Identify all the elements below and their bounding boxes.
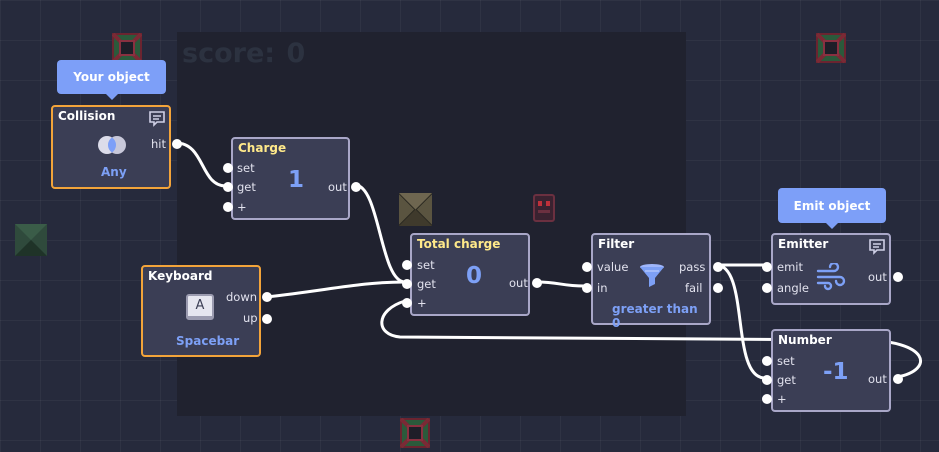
wire-keyboard-down-to-total-get <box>264 280 407 299</box>
key-value: Spacebar <box>176 334 240 348</box>
get-input-pin[interactable] <box>402 279 412 289</box>
angle-port-label: angle <box>777 281 809 295</box>
node-title: Total charge <box>417 237 501 251</box>
node-title: Charge <box>238 141 287 155</box>
set-port-label: set <box>777 354 795 368</box>
score-value: 0 <box>286 38 306 69</box>
node-title: Collision <box>58 109 116 123</box>
value-input-pin[interactable] <box>582 262 592 272</box>
charge-variable-node[interactable]: Charge set get + 1 out <box>223 137 361 220</box>
out-output-pin[interactable] <box>351 182 361 192</box>
collision-circles-icon <box>98 136 126 154</box>
plus-port-label: + <box>777 392 787 406</box>
node-title: Keyboard <box>148 269 213 283</box>
get-port-label: get <box>237 180 256 194</box>
plus-port-label: + <box>237 200 247 214</box>
plus-input-pin[interactable] <box>762 394 772 404</box>
set-input-pin[interactable] <box>402 260 412 270</box>
hit-output-pin[interactable] <box>172 139 182 149</box>
get-port-label: get <box>777 373 796 387</box>
total-charge-variable-node[interactable]: Total charge set get + 0 out <box>402 233 542 316</box>
set-port-label: set <box>417 258 435 272</box>
number-value: -1 <box>823 359 849 385</box>
down-port-label: down <box>226 290 258 304</box>
collision-mode: Any <box>101 165 127 179</box>
plus-input-pin[interactable] <box>223 202 233 212</box>
up-port-label: up <box>243 311 258 325</box>
out-output-pin[interactable] <box>893 374 903 384</box>
get-port-label: get <box>417 277 436 291</box>
set-input-pin[interactable] <box>762 356 772 366</box>
node-title: Filter <box>598 237 635 251</box>
emit-port-label: emit <box>777 260 803 274</box>
wire-total-out-to-filter-in <box>535 280 587 288</box>
get-input-pin[interactable] <box>762 375 772 385</box>
out-port-label: out <box>509 276 528 290</box>
comment-icon[interactable] <box>148 110 166 128</box>
robot-sprite-icon[interactable] <box>531 193 557 223</box>
score-label: score: <box>182 38 276 69</box>
pass-output-pin[interactable] <box>713 262 723 272</box>
emit-object-tooltip: Emit object <box>778 188 886 229</box>
wire-pass-to-number-get <box>714 263 767 380</box>
plus-port-label: + <box>417 296 427 310</box>
out-port-label: out <box>868 372 887 386</box>
hit-port-label: hit <box>151 137 166 151</box>
get-input-pin[interactable] <box>223 182 233 192</box>
wire-hit-to-get <box>174 141 228 188</box>
out-output-pin[interactable] <box>893 272 903 282</box>
out-port-label: out <box>328 180 347 194</box>
out-output-pin[interactable] <box>532 278 542 288</box>
emit-input-pin[interactable] <box>762 262 772 272</box>
angle-input-pin[interactable] <box>762 283 772 293</box>
funnel-icon <box>640 264 664 287</box>
set-port-label: set <box>237 161 255 175</box>
node-title: Number <box>778 333 832 347</box>
crate-sprite-icon[interactable] <box>816 33 846 63</box>
pyramid-block-icon[interactable] <box>15 224 47 256</box>
up-output-pin[interactable] <box>262 314 272 324</box>
wire-charge-out-to-total-get <box>353 183 407 284</box>
crate-sprite-icon[interactable] <box>112 33 142 63</box>
number-node[interactable]: Number set get + -1 out <box>762 329 903 412</box>
charge-value: 1 <box>288 167 305 193</box>
pass-port-label: pass <box>679 260 706 274</box>
filter-node[interactable]: Filter value in greater than 0 pass fail <box>582 233 723 330</box>
pyramid-block-icon[interactable] <box>399 193 432 226</box>
total-charge-value: 0 <box>466 263 483 289</box>
key-icon: A <box>186 294 214 320</box>
out-port-label: out <box>868 270 887 284</box>
your-object-tooltip: Your object <box>57 60 166 100</box>
filter-condition: greater than 0 <box>612 302 698 330</box>
comment-icon[interactable] <box>868 238 886 256</box>
collision-node[interactable]: Collision Any hit <box>51 105 182 189</box>
score-text: score: 0 <box>180 38 305 69</box>
fail-output-pin[interactable] <box>713 283 723 293</box>
emitter-node[interactable]: Emitter emit angle out <box>762 233 903 305</box>
fail-port-label: fail <box>685 281 703 295</box>
keyboard-node[interactable]: Keyboard A Spacebar down up <box>141 265 272 357</box>
node-title: Emitter <box>778 237 829 251</box>
plus-input-pin[interactable] <box>402 298 412 308</box>
down-output-pin[interactable] <box>262 292 272 302</box>
in-input-pin[interactable] <box>582 283 592 293</box>
in-port-label: in <box>597 281 608 295</box>
set-input-pin[interactable] <box>223 163 233 173</box>
value-port-label: value <box>597 260 629 274</box>
wind-icon <box>816 263 846 291</box>
crate-sprite-icon[interactable] <box>400 418 430 448</box>
